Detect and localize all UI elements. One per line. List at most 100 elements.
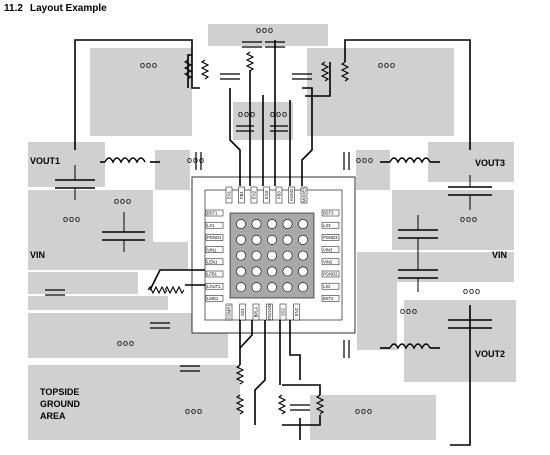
- ic-pin: BST3: [321, 209, 340, 217]
- ic-pin-group: BST1LX1PGND1VIN1LEN1LFB1LOUT1LMD1BST3LX3…: [205, 186, 340, 321]
- ic-pin-pad: [275, 186, 283, 204]
- via-marker: ooo: [117, 338, 135, 348]
- resistor-bottom-1: [277, 394, 287, 415]
- trace-vout1-feedback: [74, 39, 200, 150]
- section-number: 11.2: [4, 3, 23, 14]
- capacitor-top-left-small: [220, 73, 240, 80]
- via-marker: ooo: [356, 155, 374, 165]
- ic-pin-pad: [205, 221, 224, 229]
- via-marker: ooo: [114, 196, 132, 206]
- ic-pin-pad: [321, 234, 340, 241]
- resistor-lfb1-2: [164, 285, 185, 295]
- thermal-via-grid: [236, 219, 308, 293]
- ic-pin: LX1: [205, 221, 224, 229]
- ic-pin-label: EN2: [294, 307, 299, 316]
- capacitor-top-center-1: [242, 41, 262, 48]
- thermal-via: [236, 219, 246, 229]
- ic-pin: EN1: [225, 186, 233, 204]
- capacitor-left-mid: [102, 212, 145, 252]
- ic-pin-label: EN2: [252, 190, 257, 199]
- via-marker: ooo: [140, 60, 158, 70]
- ic-pin: LMD1: [205, 295, 224, 302]
- via-marker: ooo: [355, 406, 373, 416]
- via-marker: ooo: [378, 60, 396, 70]
- via-marker: ooo: [185, 406, 203, 416]
- capacitors: [45, 41, 492, 411]
- ic-pin: MODE3: [300, 186, 308, 204]
- copper-area-sw1: [155, 150, 190, 190]
- capacitor-center-left: [236, 125, 254, 132]
- ic-pin: EN3: [263, 186, 270, 204]
- ic-pin: PGND2: [321, 270, 340, 278]
- trace-top-left-pin: [229, 88, 241, 186]
- thermal-via: [251, 282, 262, 293]
- ic-pin-pad: [321, 209, 340, 217]
- copper-area-ground: [28, 365, 240, 440]
- resistor-comp1: [235, 364, 245, 385]
- thermal-via: [267, 234, 277, 245]
- resistor-bottom-2: [315, 394, 325, 415]
- capacitor-bst1: [195, 152, 202, 170]
- resistor-top-right-1: [320, 61, 330, 82]
- ic-pin-pad: [266, 303, 273, 321]
- copper-area-top-right: [307, 48, 454, 136]
- ic-pin-pad: [288, 186, 295, 204]
- ic-pin-pad: [263, 186, 270, 204]
- ic-pin: FB1: [238, 186, 245, 204]
- thermal-via: [267, 250, 277, 261]
- ic-pin-label: LOUT1: [207, 284, 221, 289]
- ic-pin-pad: [321, 282, 340, 290]
- ic-pin-pad: [205, 270, 224, 278]
- ic-pin-label: BST1: [207, 211, 218, 216]
- ic-pin-label: BST3: [323, 211, 334, 216]
- thermal-via: [267, 266, 277, 277]
- ic-pin: BST1: [205, 209, 224, 217]
- trace-res-bottom-return: [282, 415, 321, 426]
- inductor-l3: [389, 157, 431, 164]
- ic-pin-pad: [225, 186, 233, 204]
- capacitor-left-gnd-3: [180, 365, 200, 372]
- ic-pin-pad: [321, 221, 340, 229]
- ic-pin-label: VIN3: [323, 247, 333, 252]
- ic-pin: LX2: [321, 282, 340, 290]
- trace-mode3: [301, 87, 313, 186]
- thermal-via: [236, 234, 246, 245]
- ic-pin-label: PGND1: [207, 235, 222, 240]
- label-ground-line1: TOPSIDE: [40, 387, 79, 397]
- ic-pin-pad: [205, 282, 224, 290]
- label-vout1: VOUT1: [30, 156, 60, 166]
- ic-pin-label: LMD1: [207, 296, 219, 301]
- ic-pin: SS2: [279, 303, 287, 321]
- ic-pin-pad: [250, 186, 258, 204]
- ic-pin-pad: [321, 258, 340, 266]
- capacitor-left-gnd-2: [150, 322, 170, 329]
- label-vin-left: VIN: [30, 250, 45, 260]
- ic-pin: EN2: [250, 186, 258, 204]
- inductor-l2: [389, 343, 431, 350]
- thermal-via: [282, 219, 293, 229]
- copper-area-vin-right: [357, 252, 514, 282]
- ic-pin-label: FB1: [239, 190, 244, 198]
- ic-pin-label: LX2: [323, 284, 331, 289]
- ic-pin-pad: [300, 186, 308, 204]
- via-marker: ooo: [187, 155, 205, 165]
- ic-pin-label: SS2: [281, 307, 286, 316]
- trace-ss1: [239, 320, 253, 349]
- thermal-via: [298, 250, 308, 261]
- ic-pin-pad: [238, 186, 245, 204]
- copper-area-left-mid: [28, 190, 153, 242]
- trace-ss2: [289, 320, 301, 380]
- resistor-top-right-2: [340, 61, 350, 82]
- ic-pin-label: PGND2: [323, 272, 338, 277]
- copper-area-sw3: [356, 150, 390, 190]
- ic-pin-label: LX1: [207, 223, 215, 228]
- thermal-via: [267, 219, 277, 229]
- thermal-via: [298, 266, 308, 277]
- ic-pin-label: VIN1: [207, 247, 217, 252]
- thermal-via: [298, 282, 308, 293]
- ic-pin: BPLA: [252, 303, 260, 321]
- capacitor-vin-right-1: [398, 215, 438, 255]
- ic-pin: BST2: [321, 295, 340, 302]
- thermal-via: [282, 234, 293, 245]
